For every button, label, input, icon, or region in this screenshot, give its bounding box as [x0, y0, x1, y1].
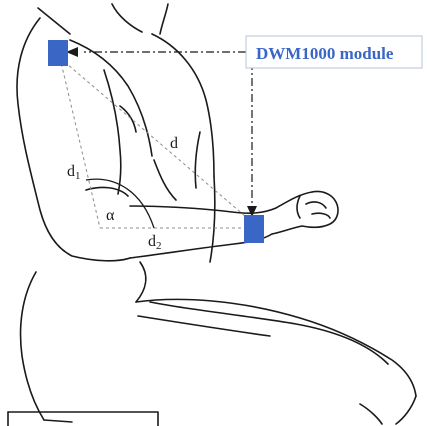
- module-shoulder: [48, 40, 68, 66]
- label-d2-sub: 2: [156, 240, 162, 252]
- pointer-lines: [84, 52, 252, 208]
- label-alpha: α: [106, 207, 115, 224]
- module-wrist: [244, 215, 264, 243]
- measurement-lines: [60, 58, 252, 228]
- module-label: DWM1000 module: [256, 44, 394, 63]
- label-d2: d2: [148, 233, 162, 252]
- label-d1-sub: 1: [75, 170, 81, 182]
- label-d: d: [170, 135, 178, 152]
- label-d1: d1: [67, 163, 81, 182]
- label-d2-main: d: [148, 233, 156, 250]
- label-d1-main: d: [67, 163, 75, 180]
- distance-d-line: [60, 58, 252, 222]
- distance-d1-line: [60, 58, 100, 228]
